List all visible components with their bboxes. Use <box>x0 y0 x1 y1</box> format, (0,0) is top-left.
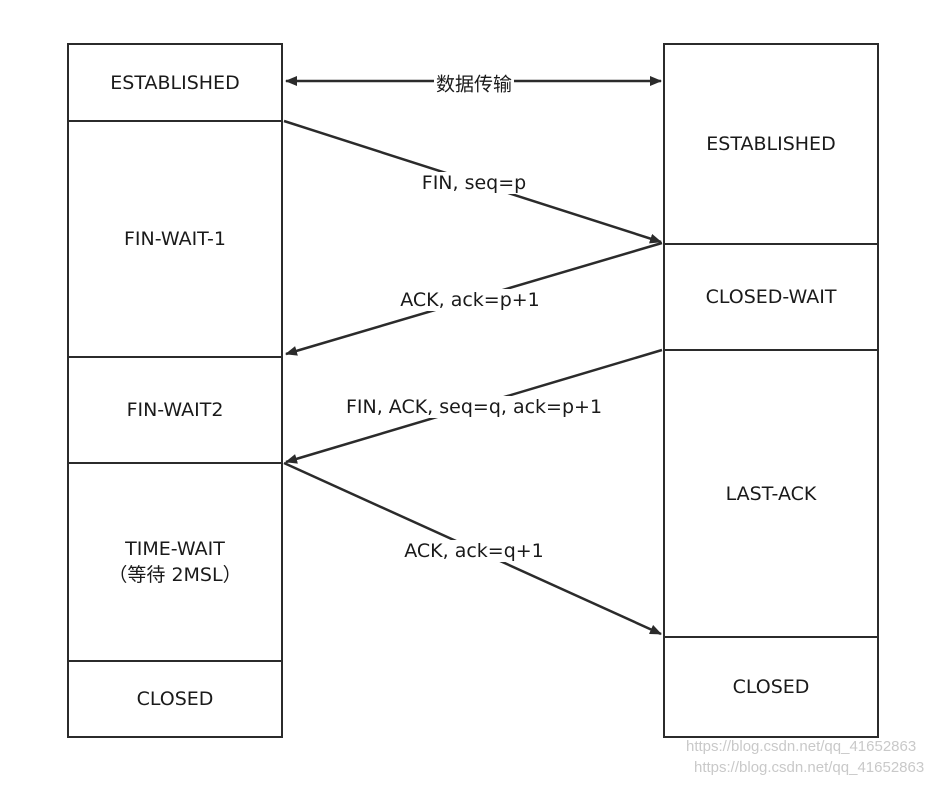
ack2-label: ACK, ack=q+1 <box>402 540 546 562</box>
server-state-established: ESTABLISHED <box>663 43 879 245</box>
fin-label: FIN, seq=p <box>419 172 529 194</box>
data-transfer-label: 数据传输 <box>433 69 515 97</box>
server-state-closed: CLOSED <box>663 636 879 738</box>
fin-ack-label: FIN, ACK, seq=q, ack=p+1 <box>343 396 605 418</box>
client-state-established: ESTABLISHED <box>67 43 283 122</box>
client-state-label: FIN-WAIT-1 <box>124 228 226 250</box>
client-state-closed: CLOSED <box>67 660 283 738</box>
ack1-label: ACK, ack=p+1 <box>398 289 542 311</box>
client-state-fin-wait-1: FIN-WAIT-1 <box>67 120 283 358</box>
client-state-fin-wait2: FIN-WAIT2 <box>67 356 283 464</box>
watermark-line-2: https://blog.csdn.net/qq_41652863 <box>694 759 925 776</box>
client-state-label: CLOSED <box>136 688 214 710</box>
client-state-sublabel: （等待 2MSL） <box>108 564 242 586</box>
server-state-closed-wait: CLOSED-WAIT <box>663 243 879 351</box>
server-state-last-ack: LAST-ACK <box>663 349 879 638</box>
server-state-label: CLOSED-WAIT <box>705 286 837 308</box>
server-state-label: ESTABLISHED <box>706 133 836 155</box>
server-state-label: LAST-ACK <box>725 482 817 505</box>
client-state-label: FIN-WAIT2 <box>126 399 224 421</box>
server-state-label: CLOSED <box>732 676 810 698</box>
client-state-label: TIME-WAIT <box>125 538 225 560</box>
watermark-line-1: https://blog.csdn.net/qq_41652863 <box>686 738 917 755</box>
client-state-label: ESTABLISHED <box>110 71 240 94</box>
